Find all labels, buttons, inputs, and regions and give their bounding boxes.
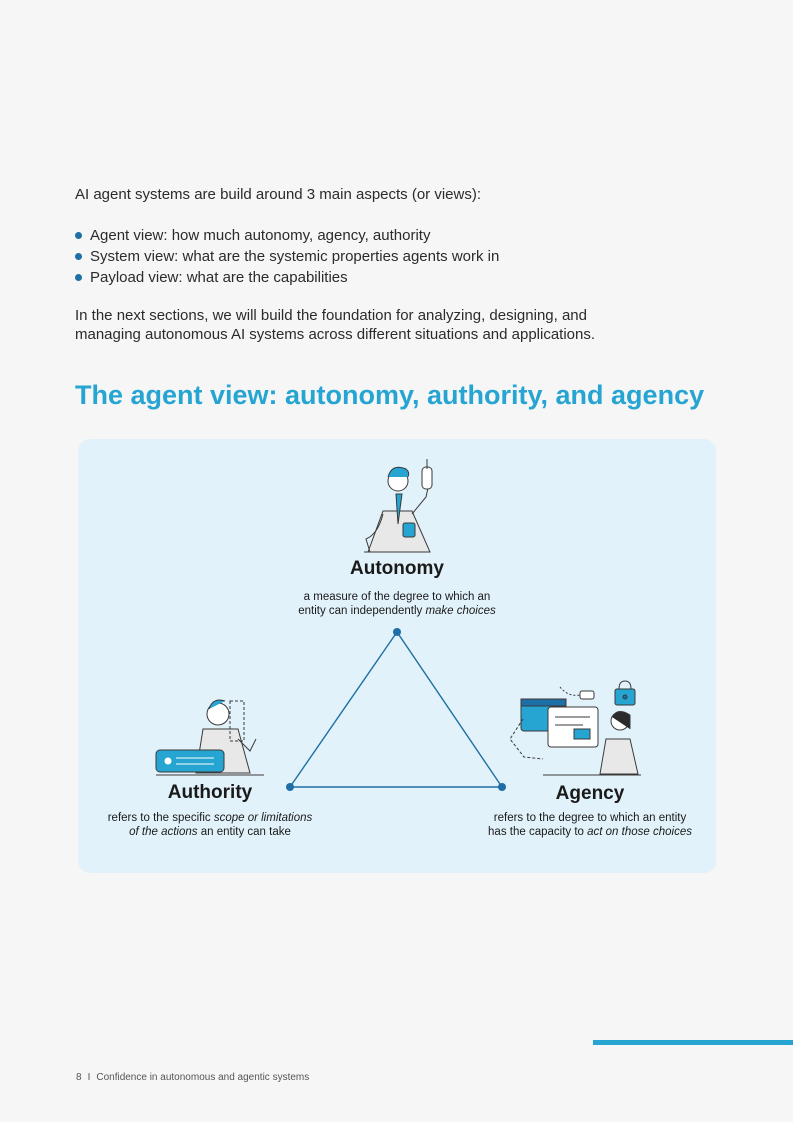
- footer-separator: I: [87, 1072, 91, 1083]
- autonomy-vertex: [393, 628, 401, 636]
- diagram-graphics: [155, 459, 641, 791]
- authority-title: Authority: [167, 782, 253, 803]
- agency-vertex: [498, 783, 506, 791]
- footer-accent-bar: [593, 1040, 793, 1045]
- person-with-screens-icon: [509, 680, 641, 776]
- bullet-dot: [75, 232, 82, 239]
- agent-view-diagram: Autonomy a measure of the degree to whic…: [78, 439, 716, 873]
- authority-vertex: [286, 783, 294, 791]
- agency-title: Agency: [555, 783, 625, 804]
- document-title: Confidence in autonomous and agentic sys…: [96, 1072, 310, 1083]
- list-item: Payload view: what are the capabilities: [75, 267, 715, 288]
- triangle-shape: [288, 630, 504, 788]
- aspects-list: Agent view: how much autonomy, agency, a…: [75, 225, 715, 288]
- authority-description: refers to the specific scope or limitati…: [107, 812, 313, 838]
- bullet-dot: [75, 253, 82, 260]
- list-item: System view: what are the systemic prope…: [75, 246, 715, 267]
- list-item: Agent view: how much autonomy, agency, a…: [75, 225, 715, 246]
- autonomy-description: a measure of the degree to which an enti…: [298, 591, 496, 617]
- autonomy-title: Autonomy: [350, 558, 444, 579]
- bullet-dot: [75, 274, 82, 281]
- intro-section: AI agent systems are build around 3 main…: [75, 185, 715, 344]
- intro-lead: AI agent systems are build around 3 main…: [75, 186, 482, 203]
- section-heading: The agent view: autonomy, authority, and…: [75, 380, 705, 410]
- next-sections-text: In the next sections, we will build the …: [75, 307, 596, 343]
- person-raising-finger-icon: [364, 459, 433, 553]
- agency-description: refers to the degree to which an entity …: [488, 812, 692, 838]
- page-number: 8: [76, 1072, 82, 1083]
- person-with-device-icon: [155, 699, 264, 776]
